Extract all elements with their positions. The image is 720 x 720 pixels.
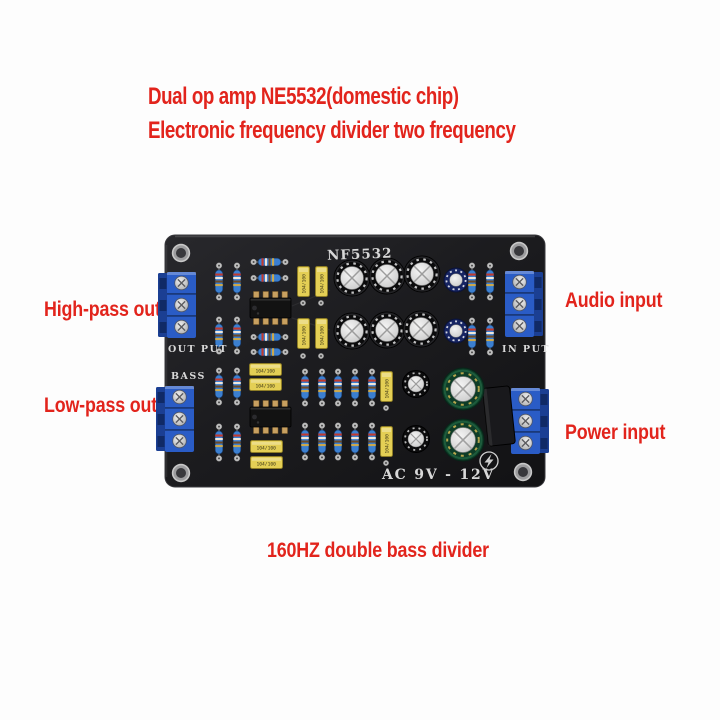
solder-pad (299, 352, 307, 360)
caption-text: 160HZ double bass divider (267, 539, 489, 562)
blue-electrolytic-capacitor (443, 267, 469, 293)
terminal-block-power-input (510, 387, 550, 455)
solder-pad (317, 299, 325, 307)
film-capacitor (249, 378, 282, 391)
mounting-hole-bottom-right (513, 462, 533, 482)
bridge-rectifier (482, 385, 516, 447)
film-capacitor (250, 440, 283, 453)
electrolytic-capacitor (332, 311, 372, 351)
terminal-block-bass-output (155, 385, 195, 453)
film-capacitor (297, 266, 310, 297)
electrolytic-capacitor (367, 310, 407, 350)
electrolytic-capacitor (401, 309, 441, 349)
label-low-pass-output: Low-pass output (44, 394, 185, 417)
green-filter-capacitor (441, 367, 485, 411)
headline-line-1: Dual op amp NE5532(domestic chip) (148, 83, 459, 110)
label-high-pass-output: High-pass output (44, 298, 189, 321)
film-capacitor (250, 456, 283, 469)
mounting-hole-top-right (509, 241, 529, 261)
film-capacitor (315, 318, 328, 349)
film-capacitor (315, 266, 328, 297)
silkscreen-in-put: IN PUT (502, 344, 550, 355)
silkscreen-out-put: OUT PUT (168, 344, 228, 355)
electrolytic-capacitor (401, 424, 431, 454)
film-capacitor (380, 371, 393, 402)
blue-electrolytic-capacitor (443, 318, 469, 344)
label-audio-input: Audio input (565, 289, 663, 312)
film-capacitor (380, 426, 393, 457)
headline-line-2: Electronic frequency divider two frequen… (148, 117, 516, 144)
solder-pad (317, 352, 325, 360)
silkscreen-power-rating: AC 9V - 12V (381, 467, 495, 483)
film-capacitor (297, 318, 310, 349)
film-capacitor (249, 363, 282, 376)
electrolytic-capacitor (367, 256, 407, 296)
silkscreen-title: NF5532 (327, 246, 393, 264)
terminal-block-high-pass-output (157, 271, 197, 339)
mounting-hole-bottom-left (171, 463, 191, 483)
solder-pad (382, 404, 390, 412)
electrolytic-capacitor (402, 254, 442, 294)
solder-pad (299, 299, 307, 307)
solder-pad (382, 459, 390, 467)
silkscreen-bass: BASS (171, 371, 206, 382)
green-filter-capacitor (441, 418, 485, 462)
electrolytic-capacitor (332, 258, 372, 298)
mounting-hole-top-left (171, 243, 191, 263)
label-power-input: Power input (565, 421, 666, 444)
terminal-block-audio-input (504, 270, 544, 338)
electrolytic-capacitor (401, 369, 431, 399)
